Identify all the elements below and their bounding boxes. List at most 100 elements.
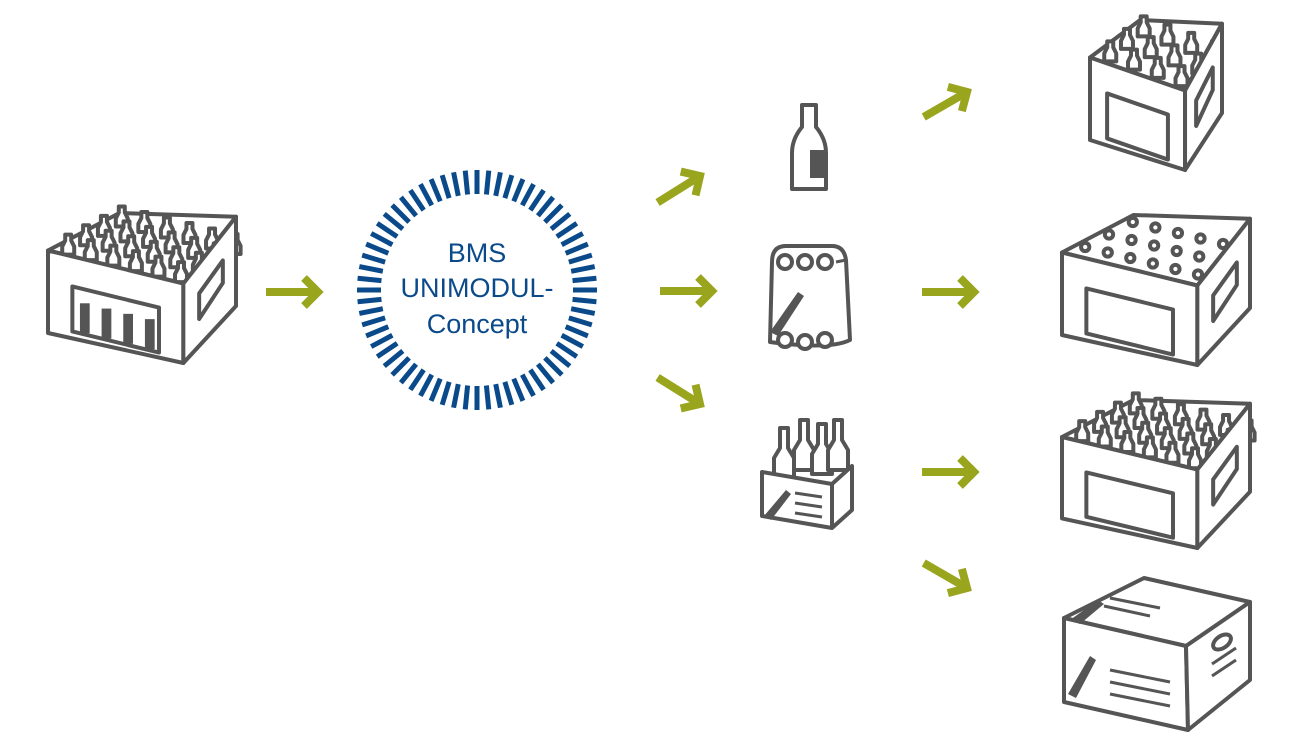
bottle-crate-icon bbox=[1060, 391, 1257, 550]
circle-tick bbox=[451, 171, 461, 197]
circle-tick bbox=[555, 221, 579, 239]
circle-tick bbox=[428, 178, 443, 203]
bottle-neck bbox=[127, 249, 144, 274]
six-pack-icon bbox=[768, 244, 852, 351]
bottle-neck bbox=[1118, 26, 1135, 51]
circle-tick bbox=[549, 348, 572, 369]
concept-circle bbox=[357, 170, 597, 410]
bottle-icon bbox=[790, 103, 828, 191]
circle-tick bbox=[408, 368, 426, 392]
circle-tick bbox=[493, 171, 503, 197]
circle-tick bbox=[398, 195, 419, 218]
circle-tick bbox=[528, 188, 546, 212]
circle-tick bbox=[560, 333, 585, 349]
bottle-neck bbox=[1074, 419, 1091, 444]
circle-tick bbox=[357, 296, 382, 305]
circle-tick bbox=[358, 264, 384, 274]
circle-tick bbox=[365, 241, 390, 256]
bottle-neck bbox=[105, 243, 122, 268]
circle-tick bbox=[390, 203, 411, 224]
circle-tick bbox=[451, 383, 461, 409]
circle-tick bbox=[382, 348, 405, 369]
bottle-neck bbox=[1102, 39, 1119, 64]
circle-tick bbox=[564, 324, 589, 339]
bottle-neck bbox=[1149, 55, 1166, 80]
bottle-cap bbox=[1079, 240, 1092, 254]
circle-tick bbox=[428, 377, 443, 402]
circle-tick bbox=[568, 315, 593, 328]
circle-tick bbox=[570, 264, 596, 274]
circle-tick bbox=[357, 275, 382, 284]
arrow-to-carton-box bbox=[921, 559, 974, 600]
circle-tick bbox=[572, 275, 597, 284]
bottle-silhouette bbox=[123, 313, 134, 344]
circle-tick bbox=[375, 341, 399, 359]
crate-window bbox=[70, 284, 161, 355]
bottle-cap bbox=[1147, 239, 1161, 252]
bottle-cap bbox=[1193, 250, 1206, 263]
circle-tick bbox=[572, 296, 597, 305]
concept-title-line-2: UNIMODUL- bbox=[401, 273, 554, 303]
bottle-cap bbox=[1170, 244, 1183, 258]
carton-box-icon bbox=[1062, 576, 1252, 732]
bottle-cap bbox=[1149, 221, 1162, 234]
circle-tick bbox=[418, 182, 434, 207]
bottle-neck bbox=[1119, 429, 1136, 454]
circle-tick bbox=[408, 188, 426, 212]
circle-tick bbox=[369, 333, 394, 349]
circle-tick bbox=[375, 221, 399, 239]
bottle-cap bbox=[1126, 215, 1139, 229]
bottle-neck bbox=[150, 254, 167, 279]
circle-tick bbox=[502, 174, 515, 199]
circle-tick bbox=[543, 356, 564, 377]
bottle-cap bbox=[1169, 262, 1182, 276]
circle-tick bbox=[511, 377, 526, 402]
circle-tick bbox=[570, 306, 596, 316]
circle-tick bbox=[361, 252, 386, 265]
crate-window bbox=[1105, 91, 1170, 162]
arrow-to-concept bbox=[266, 278, 318, 306]
bottle-neck bbox=[60, 232, 77, 257]
bottle-cap bbox=[1216, 237, 1230, 251]
bottle-neck bbox=[1164, 440, 1181, 465]
crate-handle bbox=[1211, 260, 1239, 323]
bottle-cap bbox=[1102, 228, 1116, 241]
bottle-silhouette bbox=[101, 308, 112, 339]
arrow-to-small-crate bbox=[921, 80, 974, 121]
bottle-neck bbox=[1183, 30, 1200, 55]
bottle-cap bbox=[1125, 233, 1138, 247]
arrow-to-six-pack bbox=[660, 277, 712, 305]
circle-tick bbox=[535, 362, 556, 385]
circle-tick bbox=[520, 182, 536, 207]
bottle-neck bbox=[1126, 47, 1142, 72]
circle-tick bbox=[483, 170, 492, 195]
circle-tick bbox=[439, 381, 452, 406]
circle-tick bbox=[520, 373, 536, 398]
circle-tick bbox=[493, 383, 503, 409]
circle-tick bbox=[398, 362, 419, 385]
small-crate-icon bbox=[1088, 14, 1224, 172]
bottle-silhouette bbox=[144, 319, 155, 350]
circle-tick bbox=[382, 211, 405, 232]
bottle-neck bbox=[1142, 35, 1159, 60]
circle-tick bbox=[483, 385, 492, 410]
circle-tick bbox=[361, 315, 386, 328]
circle-tick bbox=[462, 170, 471, 195]
bottle-neck bbox=[1159, 22, 1176, 47]
six-pack-crate-icon bbox=[1060, 213, 1252, 367]
bottle-neck bbox=[82, 238, 99, 263]
four-pack-carrier-icon bbox=[760, 418, 854, 530]
bottle-cap bbox=[1124, 251, 1137, 265]
circle-tick bbox=[511, 178, 526, 203]
crate-window bbox=[1084, 286, 1175, 357]
bottle-neck bbox=[1096, 424, 1113, 449]
circle-tick bbox=[418, 373, 434, 398]
circle-tick bbox=[358, 306, 384, 316]
bottle-neck bbox=[1141, 435, 1158, 460]
circle-tick bbox=[439, 174, 452, 199]
arrow-to-bottle bbox=[655, 164, 707, 206]
circle-tick bbox=[560, 231, 585, 247]
circle-tick bbox=[390, 356, 411, 377]
circle-tick bbox=[543, 203, 564, 224]
